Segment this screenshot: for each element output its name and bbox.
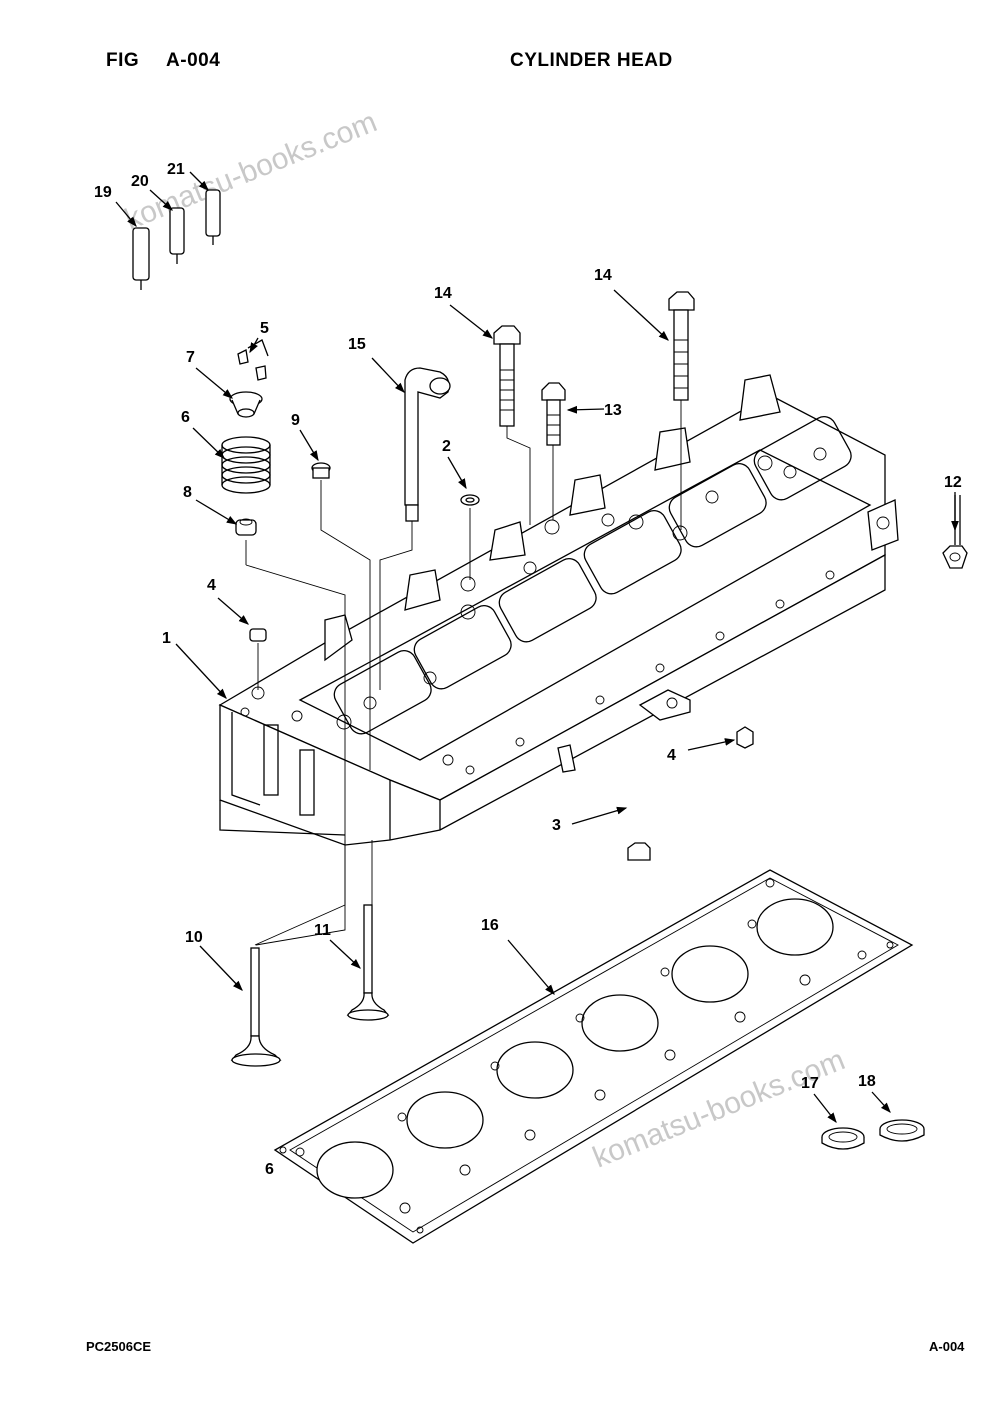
callout-label-13: 13: [604, 402, 622, 419]
fig-number: A-004: [166, 50, 221, 71]
spring-retainer-part: [229, 391, 263, 418]
callout-label-8: 8: [183, 484, 192, 501]
callout-label-6-spring: 6: [181, 409, 190, 426]
callout-label-11: 11: [314, 922, 331, 939]
valve-seal-part: [235, 518, 257, 536]
callout-label-4-upper: 4: [207, 577, 216, 594]
pin-part-19: [132, 227, 150, 290]
callout-label-3: 3: [552, 817, 561, 834]
head-gasket-part: [273, 869, 914, 1244]
plug-part-4-lower: [736, 726, 754, 749]
short-bolt-part-13: [541, 382, 566, 446]
watermark-top: komatsu-books.com: [120, 105, 381, 236]
seal-ring-part-18: [879, 1119, 925, 1142]
callout-label-12: 12: [944, 474, 962, 491]
pin-part-21: [205, 189, 221, 245]
callout-label-18: 18: [858, 1073, 876, 1090]
cylinder-head-part: [218, 374, 899, 846]
callout-label-2: 2: [442, 438, 451, 455]
callout-label-20: 20: [131, 173, 149, 190]
exhaust-valve-part: [230, 947, 282, 1067]
crossover-tube-part: [404, 367, 451, 522]
plug-part-3: [627, 842, 651, 861]
stud-and-nut-part-12: [942, 495, 968, 569]
model-code: PC2506CE: [86, 1339, 152, 1354]
leader-lines: [115, 171, 959, 1124]
callout-label-19: 19: [94, 184, 112, 201]
plug-part-9: [311, 462, 331, 479]
callout-label-15: 15: [348, 336, 366, 353]
intake-valve-part: [346, 904, 390, 1021]
callout-labels: 1 2 3 4 4 5 6 6 7 8 9 10 11 12 13 14 14 …: [94, 161, 962, 1178]
washer-part-2: [460, 494, 480, 506]
callout-label-21: 21: [167, 161, 185, 178]
callout-label-4-lower: 4: [667, 747, 676, 764]
callout-label-14-right: 14: [594, 267, 612, 284]
head-bolt-part-right: [668, 291, 695, 401]
callout-label-10: 10: [185, 929, 203, 946]
callout-label-1: 1: [162, 630, 171, 647]
pin-part-20: [169, 207, 185, 264]
callout-label-16: 16: [481, 917, 499, 934]
callout-label-17: 17: [801, 1075, 819, 1092]
fig-label-text: FIG: [106, 50, 140, 71]
page-reference: A-004: [929, 1339, 965, 1354]
head-bolt-part-left: [493, 325, 521, 427]
page-title: CYLINDER HEAD: [510, 50, 673, 71]
callout-label-6-gasket: 6: [265, 1161, 274, 1178]
valve-spring-part: [221, 436, 271, 494]
callout-label-9: 9: [291, 412, 300, 429]
callout-label-5: 5: [260, 320, 269, 337]
callout-label-7: 7: [186, 349, 195, 366]
plug-part-4-upper: [249, 628, 267, 642]
callout-label-14-left: 14: [434, 285, 452, 302]
figure-label: FIG A-004: [106, 50, 220, 72]
seal-ring-part-17: [821, 1127, 865, 1150]
